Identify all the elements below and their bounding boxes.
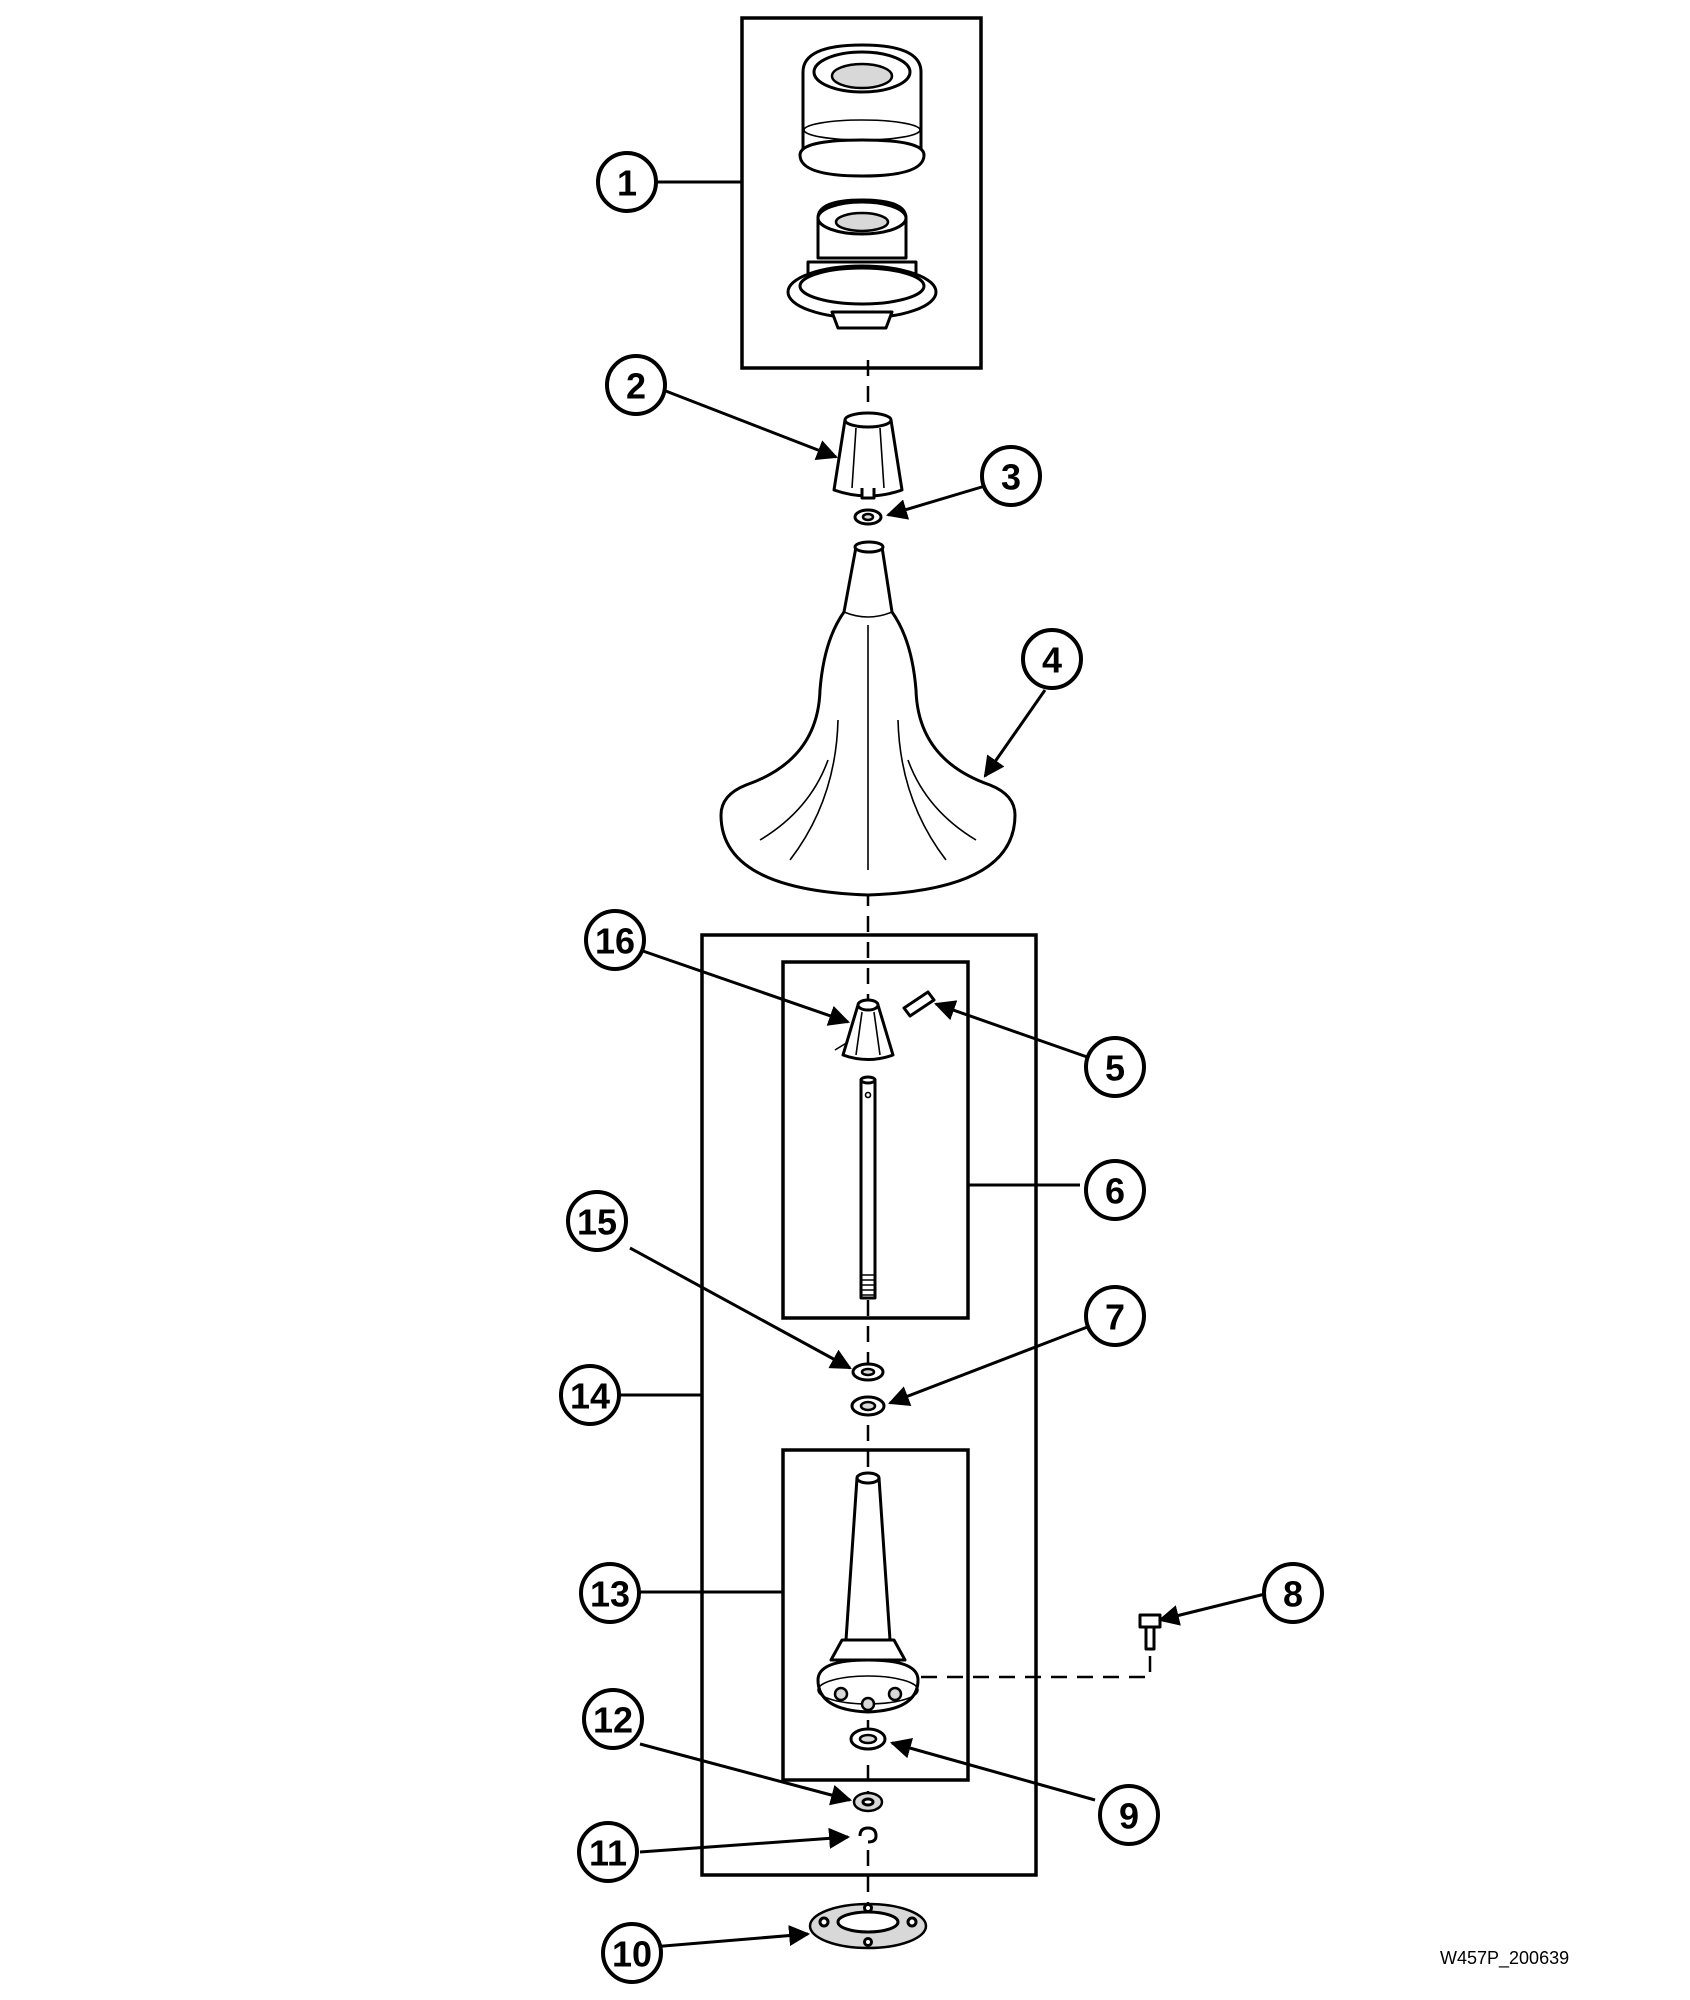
callout-6: 6 [1084, 1159, 1146, 1221]
figure-code: W457P_200639 [1440, 1948, 1570, 1968]
callout-16: 16 [584, 909, 646, 971]
callout-3: 3 [980, 445, 1042, 507]
part-14-group-box [700, 933, 1038, 1877]
part-13-group-box [781, 1448, 970, 1782]
svg-text:2: 2 [626, 366, 646, 407]
callout-8: 8 [1262, 1562, 1324, 1624]
svg-text:15: 15 [577, 1202, 617, 1243]
svg-text:4: 4 [1042, 640, 1062, 681]
part-6-shaft [859, 1075, 877, 1300]
callout-13: 13 [579, 1562, 641, 1624]
callout-4: 4 [1021, 628, 1083, 690]
part-4-agitator [719, 540, 1017, 897]
svg-text:14: 14 [570, 1376, 610, 1417]
part-15-washer [851, 1362, 885, 1382]
part-3-washer [853, 508, 883, 526]
svg-text:16: 16 [595, 921, 635, 962]
svg-text:10: 10 [612, 1934, 652, 1975]
callout-1: 1 [596, 151, 658, 213]
svg-text:8: 8 [1283, 1574, 1303, 1615]
part-12-lock-washer [852, 1791, 884, 1813]
part-13-drive-tube [816, 1471, 920, 1714]
leader-lines [614, 180, 1266, 1952]
svg-text:12: 12 [593, 1700, 633, 1741]
callout-11: 11 [577, 1821, 639, 1883]
callout-14: 14 [559, 1364, 621, 1426]
svg-text:1: 1 [617, 163, 637, 204]
svg-text:7: 7 [1105, 1297, 1125, 1338]
part-9-washer [849, 1727, 887, 1751]
svg-text:11: 11 [589, 1833, 627, 1874]
callout-15: 15 [566, 1190, 628, 1252]
callout-9: 9 [1098, 1784, 1160, 1846]
svg-text:6: 6 [1105, 1171, 1125, 1212]
callout-10: 10 [601, 1922, 663, 1984]
part-1-cap-assembly [786, 43, 938, 330]
part-2-cone [832, 411, 904, 500]
svg-text:9: 9 [1119, 1796, 1139, 1837]
callout-2: 2 [605, 354, 667, 416]
svg-text:3: 3 [1001, 457, 1021, 498]
part-10-flange [808, 1902, 928, 1950]
callout-5: 5 [1084, 1036, 1146, 1098]
part-5-pin [902, 990, 936, 1018]
part-7-washer [850, 1395, 886, 1417]
part-6-group-box [781, 960, 970, 1320]
callout-12: 12 [582, 1688, 644, 1750]
part-16-coupling [834, 998, 895, 1061]
callout-7: 7 [1084, 1285, 1146, 1347]
part-8-screw [1138, 1613, 1162, 1651]
svg-text:13: 13 [590, 1574, 630, 1615]
part-11-retaining-ring [858, 1826, 878, 1844]
part-1-group-box [740, 16, 983, 370]
svg-text:5: 5 [1105, 1048, 1125, 1089]
